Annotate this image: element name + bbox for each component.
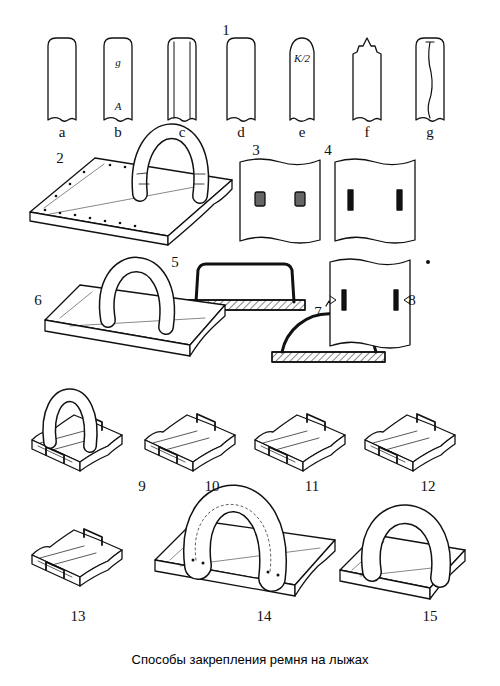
callout-number: f: [365, 125, 370, 140]
ski-mark: A: [115, 101, 122, 112]
ski-mark: g: [115, 57, 121, 68]
callout-number: 1: [222, 23, 230, 38]
callout-number: d: [237, 125, 245, 140]
callout-number: 2: [56, 151, 64, 166]
callout-number: 5: [171, 255, 179, 270]
callout-number: 7: [314, 305, 322, 320]
callout-number: 10: [205, 479, 220, 494]
callout-number: b: [114, 125, 122, 140]
ski-mark: K/2: [294, 53, 310, 64]
callout-number: 9: [138, 479, 146, 494]
callout-number: 15: [423, 609, 438, 624]
callout-number: 11: [305, 479, 319, 494]
callout-number: g: [426, 125, 434, 140]
callout-number: 12: [421, 479, 436, 494]
callout-number: 6: [34, 293, 42, 308]
callout-number: e: [299, 125, 306, 140]
callout-number: 14: [257, 609, 272, 624]
callout-number: 8: [408, 293, 416, 308]
caption: Способы закрепления ремня на лыжах: [0, 652, 500, 667]
callout-number: 3: [252, 143, 260, 158]
callout-number: 4: [324, 143, 332, 158]
callout-number: a: [59, 125, 66, 140]
callout-number: 13: [71, 609, 86, 624]
callout-number: c: [179, 125, 186, 140]
